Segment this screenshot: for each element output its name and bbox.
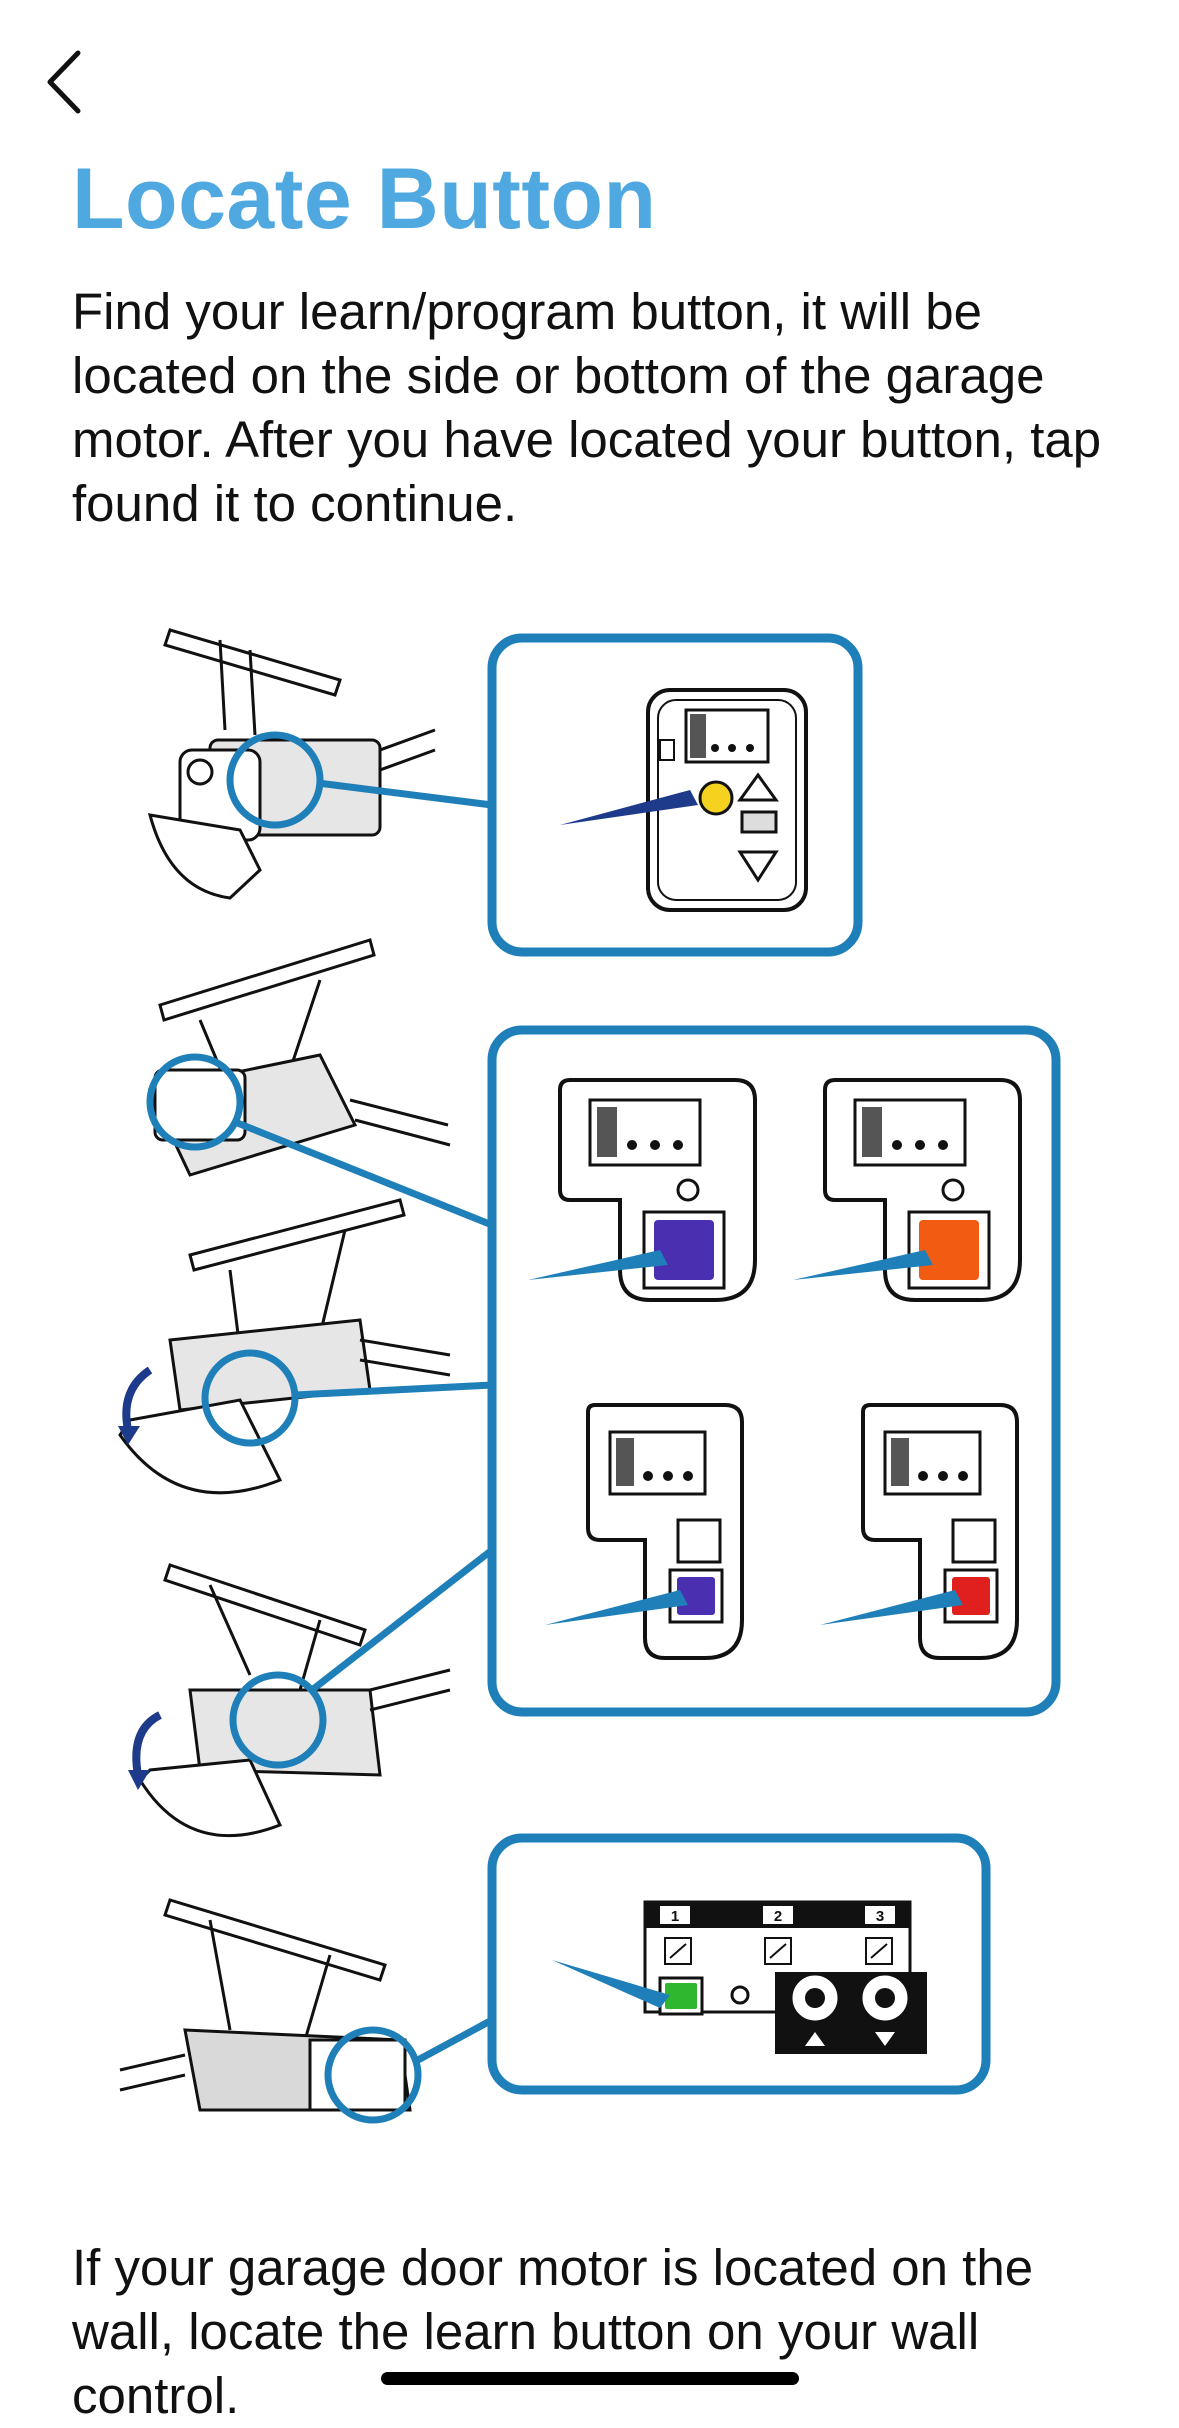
connector-5: [416, 2016, 494, 2064]
learn-panel-orange: [793, 1078, 1022, 1302]
learn-button-yellow: [698, 780, 734, 816]
motor-4: [138, 1563, 451, 1838]
connector-4: [309, 1547, 495, 1693]
motor-illustration: 1 2 3: [118, 628, 1061, 2124]
arrow-red: [820, 1590, 963, 1625]
motor-4-highlight: [229, 1671, 327, 1769]
connector-1: [317, 779, 493, 809]
open-arrow-4: [132, 1711, 162, 1776]
home-indicator[interactable]: [381, 2372, 799, 2385]
learn-button-purple-square: [654, 1220, 714, 1280]
open-arrow-3: [122, 1366, 153, 1431]
learn-button-purple-small: [677, 1577, 715, 1615]
dial-label-2: 2: [774, 1908, 782, 1925]
dial-label-1: 1: [671, 1908, 679, 1925]
motor-3-highlight: [201, 1349, 299, 1447]
learn-button-red: [952, 1577, 990, 1615]
arrow-green: [552, 1960, 670, 2008]
learn-panel-dials: 1 2 3: [552, 1900, 927, 2054]
arrow-yellow: [560, 790, 698, 825]
learn-button-green: [665, 1983, 697, 2009]
motor-3: [118, 1198, 451, 1495]
wall-control-note: If your garage door motor is located on …: [72, 2239, 1034, 2424]
connector-3: [294, 1381, 493, 1399]
learn-panel-red: [820, 1403, 1019, 1660]
arrow-purple-1: [528, 1250, 668, 1280]
learn-button-orange: [919, 1220, 979, 1280]
arrow-orange: [793, 1250, 933, 1280]
page-title: Locate Button: [72, 151, 657, 247]
connector-2: [233, 1118, 494, 1229]
motor-5: [119, 1898, 412, 2112]
back-button[interactable]: [40, 45, 90, 120]
dial-label-3: 3: [876, 1908, 884, 1925]
motor-2-highlight: [146, 1053, 244, 1151]
motor-5-highlight: [324, 2026, 422, 2124]
learn-panel-yellow: [560, 688, 808, 912]
arrow-purple-2: [545, 1590, 688, 1625]
chevron-left-icon: [47, 50, 81, 114]
intro-text: Find your learn/program button, it will …: [72, 283, 1102, 532]
learn-panel-purple-small: [545, 1403, 744, 1660]
learn-panel-purple: [528, 1078, 757, 1302]
motor-1: [147, 628, 436, 900]
